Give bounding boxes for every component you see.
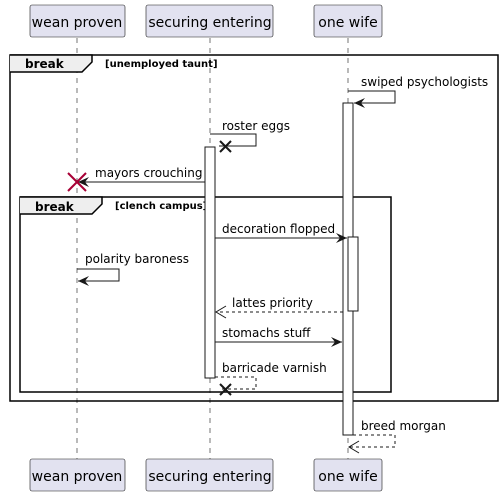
message-swiped-psychologists[interactable]: swiped psychologists — [348, 75, 488, 108]
participant-label: securing entering — [148, 15, 271, 31]
frame-condition: [clench campus] — [115, 201, 207, 212]
message-stomachs-stuff[interactable]: stomachs stuff — [215, 326, 342, 347]
participant-label: securing entering — [148, 469, 271, 485]
participant-label: wean proven — [32, 15, 123, 31]
message-mayors-crouching[interactable]: mayors crouching — [67, 166, 205, 192]
participant-one-wife-top[interactable]: one wife — [313, 4, 383, 38]
message-barricade-varnish[interactable]: barricade varnish — [215, 361, 327, 396]
participant-label: wean proven — [32, 469, 123, 485]
activation-one-wife-inner — [347, 236, 359, 312]
frame-keyword: break — [25, 57, 65, 71]
frame-condition: [unemployed taunt] — [105, 59, 218, 70]
message-label: breed morgan — [361, 419, 446, 433]
message-label: lattes priority — [232, 296, 313, 310]
destroy-icon — [219, 383, 232, 396]
participant-label: one wife — [318, 15, 377, 31]
frame-keyword: break — [35, 200, 75, 214]
participant-label: one wife — [318, 469, 377, 485]
participant-wean-proven-top[interactable]: wean proven — [29, 4, 126, 38]
message-polarity-baroness[interactable]: polarity baroness — [77, 252, 189, 286]
participant-securing-entering-bottom[interactable]: securing entering — [145, 458, 274, 492]
activation-securing-entering — [204, 146, 216, 379]
message-label: barricade varnish — [222, 361, 327, 375]
message-roster-eggs[interactable]: roster eggs — [210, 119, 290, 153]
message-lattes-priority[interactable]: lattes priority — [215, 296, 343, 319]
participant-wean-proven-bottom[interactable]: wean proven — [29, 458, 126, 492]
message-label: polarity baroness — [85, 252, 189, 266]
message-label: roster eggs — [222, 119, 290, 133]
destroy-icon — [67, 172, 87, 192]
message-label: swiped psychologists — [361, 75, 488, 89]
frame-break-outer: break [unemployed taunt] — [9, 54, 499, 402]
participant-one-wife-bottom[interactable]: one wife — [313, 458, 383, 492]
message-label: stomachs stuff — [222, 326, 311, 340]
message-decoration-flopped[interactable]: decoration flopped — [215, 222, 347, 243]
message-label: mayors crouching — [95, 166, 202, 180]
message-breed-morgan[interactable]: breed morgan — [348, 419, 446, 454]
participant-securing-entering-top[interactable]: securing entering — [145, 4, 274, 38]
destroy-icon — [219, 140, 232, 153]
message-label: decoration flopped — [222, 222, 335, 236]
